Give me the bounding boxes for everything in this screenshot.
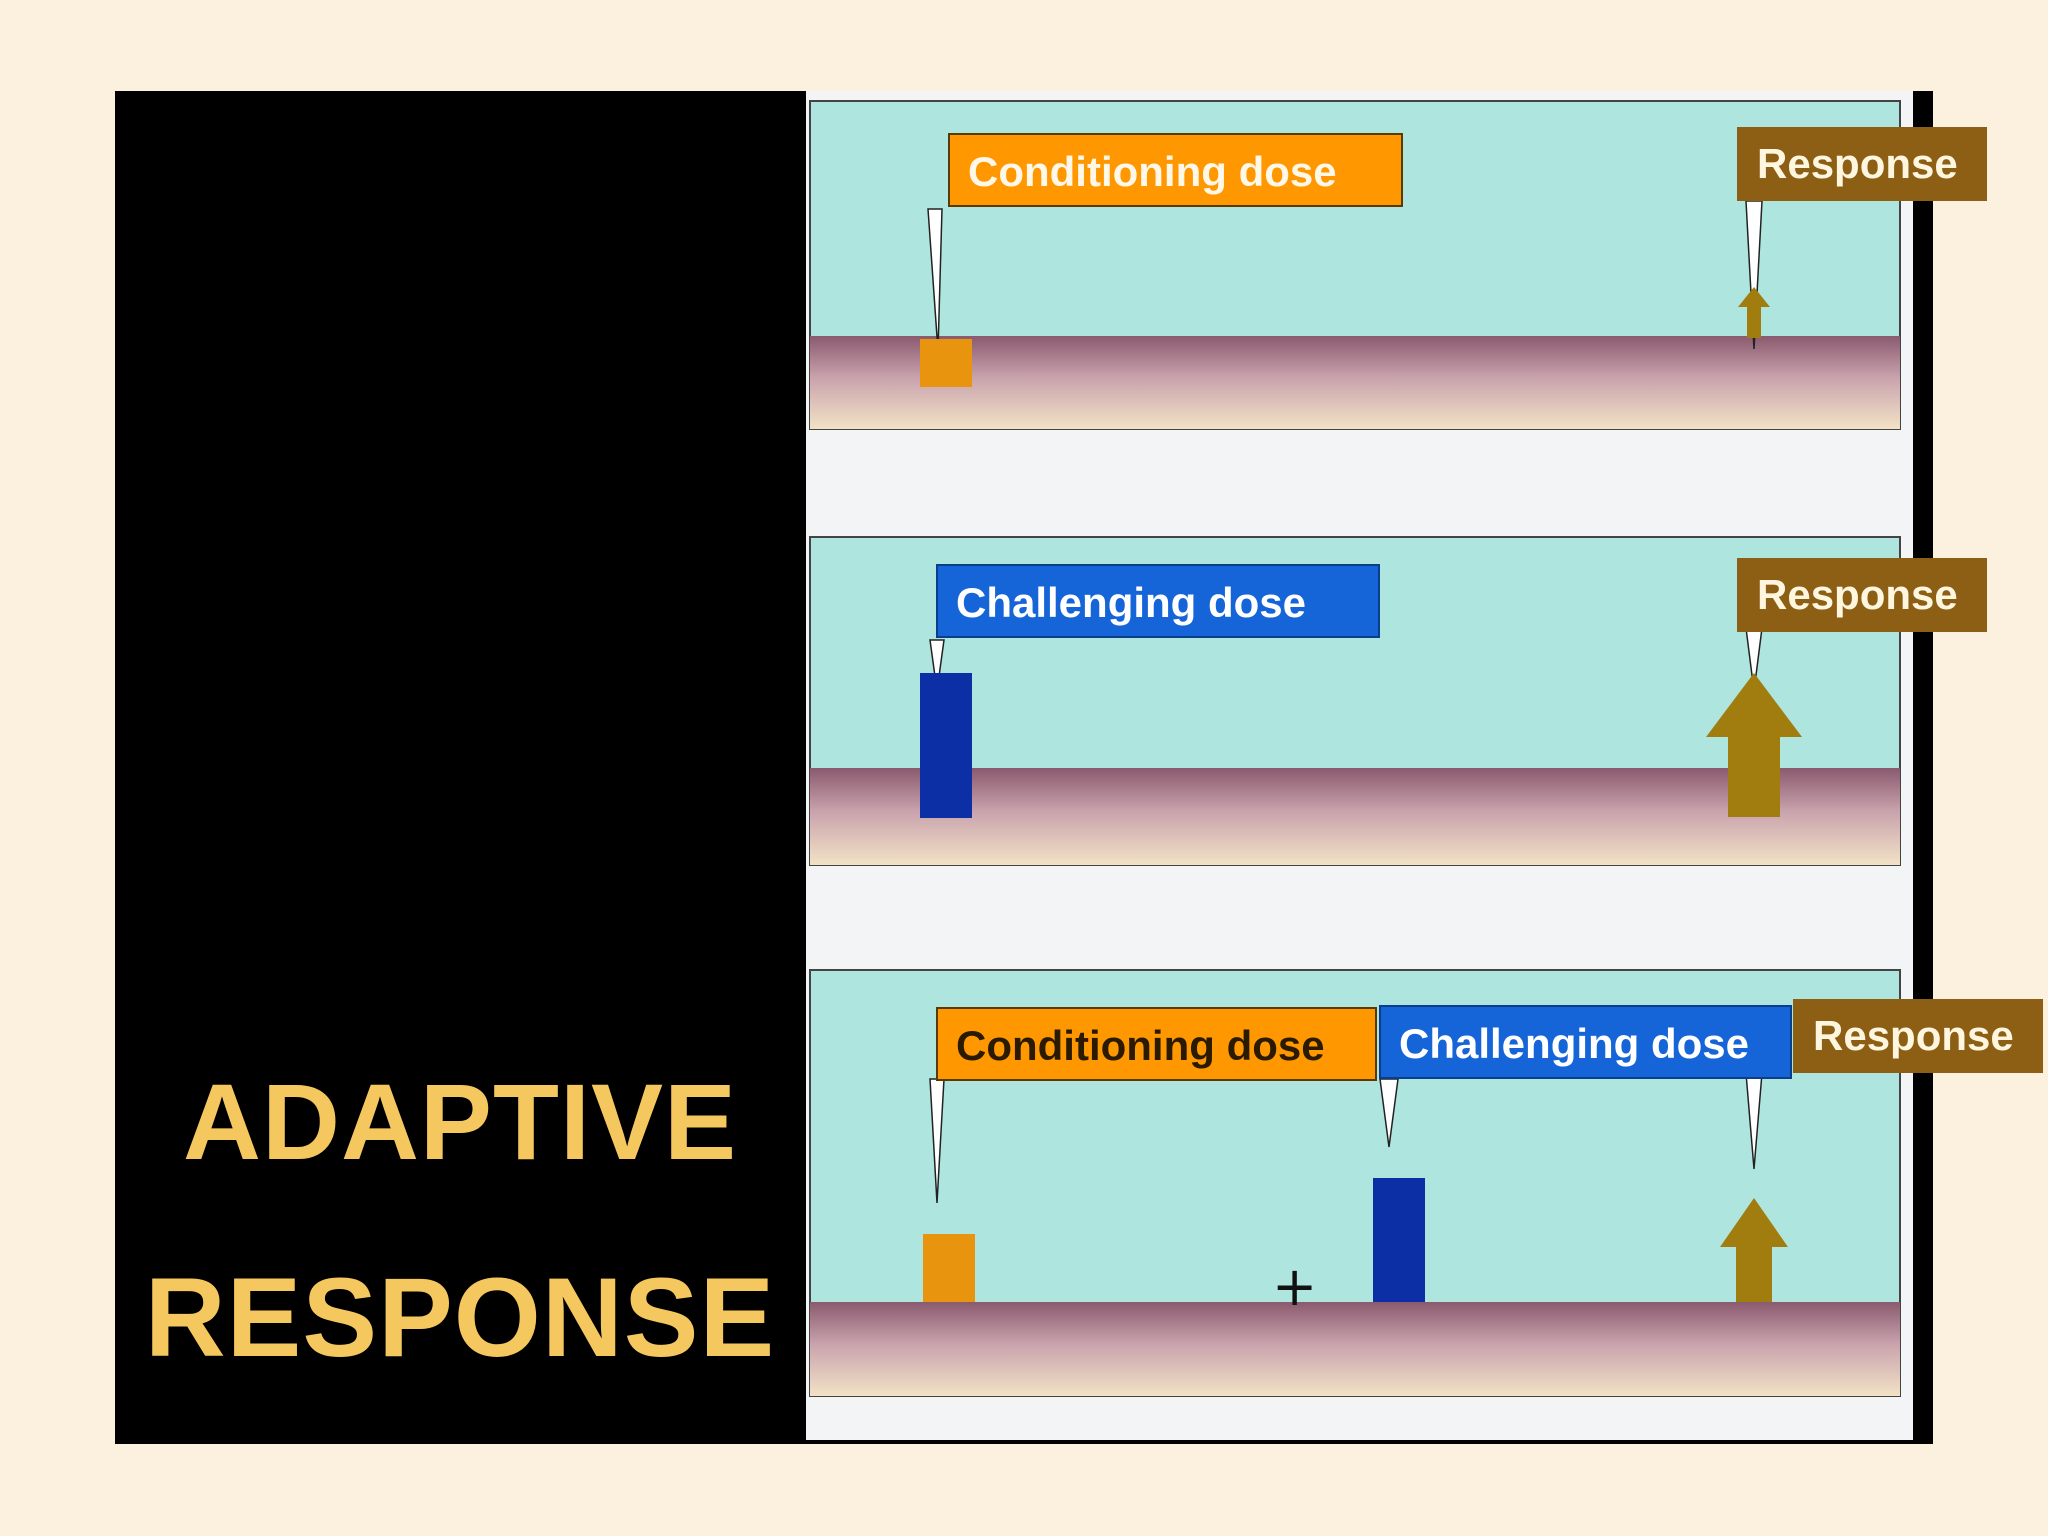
pointer-icon (1379, 1078, 1399, 1148)
small-response-arrow-icon (1738, 287, 1770, 338)
label-challenging-dose-2: Challenging dose (936, 564, 1380, 638)
pointer-icon (927, 208, 943, 352)
ground-band (810, 336, 1900, 429)
conditioning-dose-bar (920, 339, 972, 387)
title-line-1: ADAPTIVE (182, 1061, 738, 1182)
adaptive-response-figure: Conditioning dose Response Challenging d… (806, 91, 2043, 1440)
label-response-1: Response (1737, 127, 1987, 201)
figure-drawing (809, 100, 1901, 1397)
title-line-2: RESPONSE (144, 1255, 776, 1380)
label-response-3: Response (1793, 999, 2043, 1073)
panel-2 (809, 536, 1901, 866)
challenging-dose-bar (920, 673, 972, 818)
pointer-icon (1745, 200, 1763, 350)
label-challenging-dose-3: Challenging dose (1379, 1005, 1792, 1079)
label-conditioning-dose-1: Conditioning dose (948, 133, 1403, 207)
plus-sign: + (1272, 1255, 1318, 1318)
ground-band (810, 768, 1900, 865)
ground-band (810, 1302, 1900, 1396)
large-response-arrow-icon (1706, 673, 1802, 817)
medium-response-arrow-icon (1720, 1198, 1788, 1302)
pointer-icon (929, 639, 945, 692)
label-response-2: Response (1737, 558, 1987, 632)
slide: ADAPTIVE RESPONSE (115, 91, 2043, 1444)
conditioning-dose-bar (923, 1234, 975, 1302)
label-conditioning-dose-3: Conditioning dose (936, 1007, 1377, 1081)
challenging-dose-bar (1373, 1178, 1425, 1302)
